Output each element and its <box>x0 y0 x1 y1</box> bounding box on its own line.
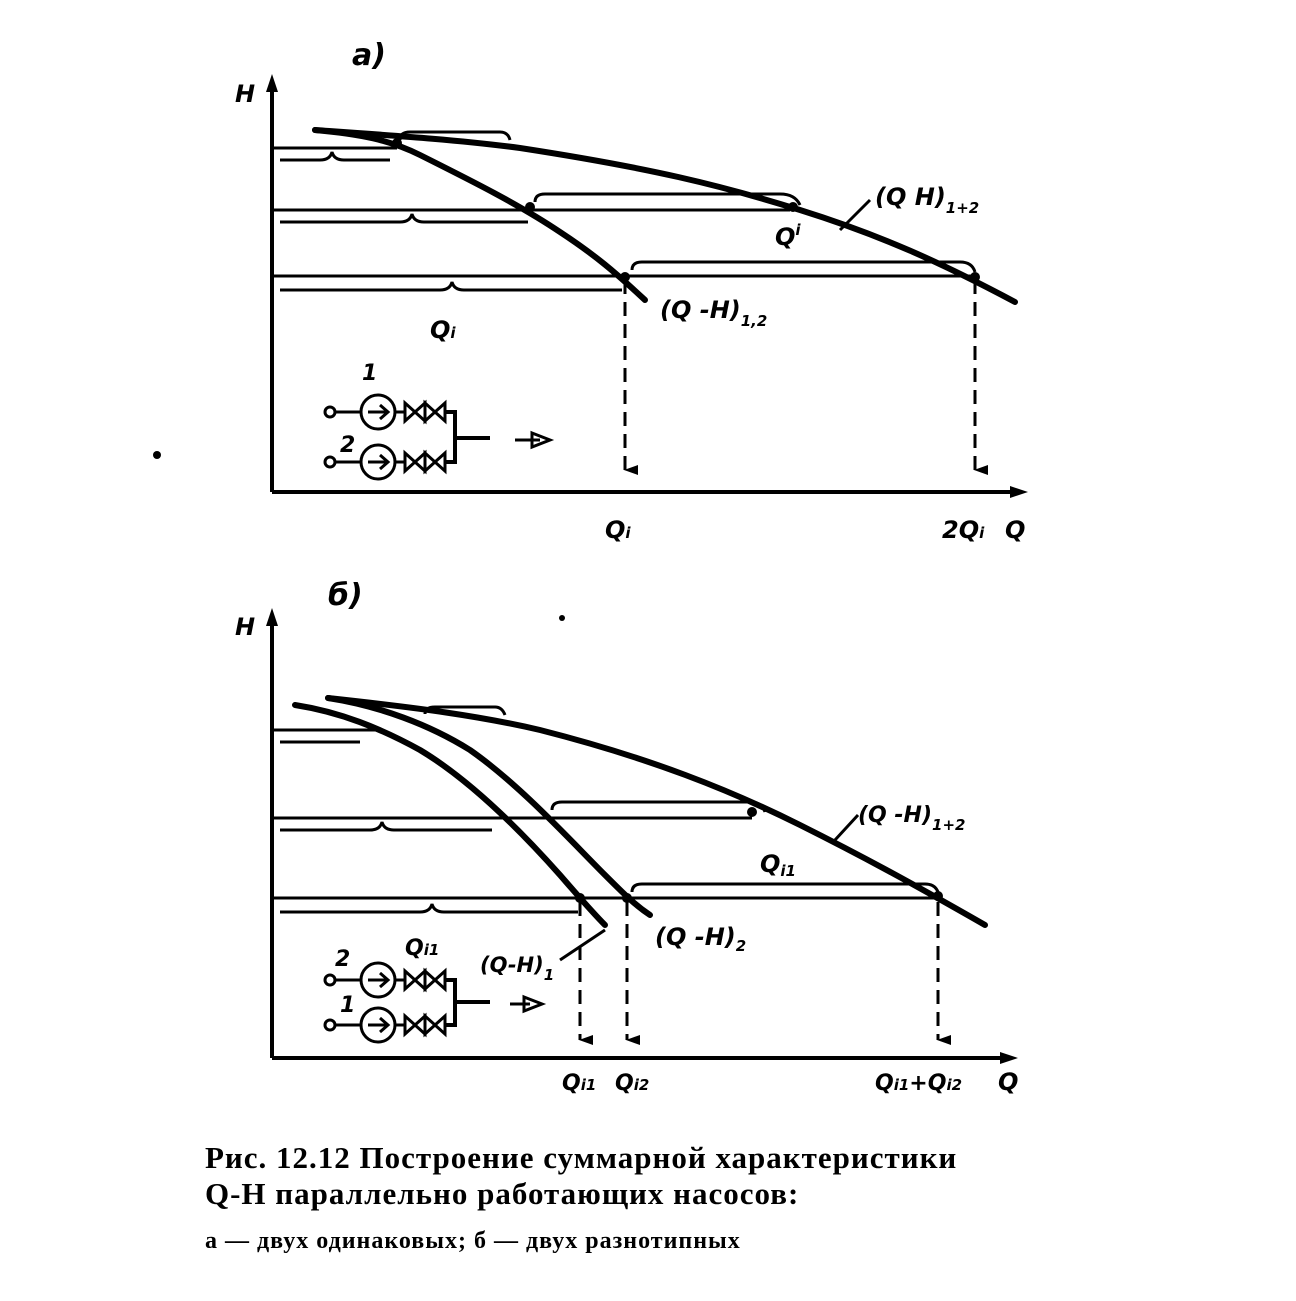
operating-point <box>525 202 535 212</box>
panel-a-tag: а) <box>352 38 386 73</box>
operating-point <box>392 138 402 148</box>
valve-icon <box>423 449 447 475</box>
panel-b: б) H (Q -H)1+2 Qi1 (Q -H)2 <box>235 578 1018 1096</box>
flow-arrow-icon <box>515 430 555 450</box>
valve-icon <box>403 449 427 475</box>
operating-point <box>788 202 798 212</box>
curve-single-pump <box>312 127 648 303</box>
scan-speck <box>153 451 161 459</box>
x-axis-label: Q <box>1005 516 1025 544</box>
pump-2-label: 2 <box>335 947 350 972</box>
pump-1-label: 1 <box>362 361 377 386</box>
flow-arrow-icon <box>510 994 547 1014</box>
caption-line-2: Q-H параллельно работающих насосов: <box>205 1176 800 1211</box>
pump-schematic: Qi1 2 1 <box>323 936 547 1044</box>
y-axis-label: H <box>235 80 255 108</box>
curve-sum-label: (Q -H)1+2 <box>858 803 965 834</box>
flow-label: Qi1 <box>405 936 439 961</box>
caption-line-1: Рис. 12.12 Построение суммарной характер… <box>205 1140 958 1175</box>
curve-1-label: (Q-H)1 <box>480 953 554 984</box>
x-axis-arrow-icon <box>1000 1052 1018 1064</box>
curve-sum-label: (Q H)1+2 <box>875 183 979 217</box>
panel-a: а) H (Q H)1+2 Qi (Q -H)1,2 <box>235 38 1028 544</box>
scan-speck <box>559 615 565 621</box>
operating-point <box>620 272 630 282</box>
operating-point <box>622 893 632 903</box>
valve-icon <box>403 967 427 993</box>
valve-icon <box>423 399 447 425</box>
tick-qi2: Qi2 <box>615 1071 649 1096</box>
curve-sum <box>325 695 988 928</box>
construction-lines <box>272 705 940 914</box>
operating-point <box>970 272 980 282</box>
x-axis-arrow-icon <box>1010 486 1028 498</box>
flow-label: Qi <box>775 221 801 251</box>
pump-schematic: 1 2 <box>323 361 555 481</box>
y-axis-arrow-icon <box>266 74 278 92</box>
construction-lines <box>272 130 977 292</box>
figure-caption: Рис. 12.12 Построение суммарной характер… <box>205 1140 1105 1255</box>
panel-b-tag: б) <box>328 578 363 613</box>
tick-qi1: Qi1 <box>562 1071 596 1096</box>
tick-2qi: 2Qi <box>942 516 985 544</box>
operating-point <box>747 807 757 817</box>
valve-icon <box>403 1012 427 1038</box>
x-axis-label: Q <box>998 1068 1018 1096</box>
valve-icon <box>423 1012 447 1038</box>
operating-point <box>933 891 943 901</box>
curve-2-label: (Q -H)2 <box>655 923 746 955</box>
flow-label: Qi <box>430 316 456 344</box>
pump-2-label: 2 <box>340 433 355 458</box>
operating-point <box>575 893 585 903</box>
pump-1-label: 1 <box>340 993 355 1018</box>
valve-icon <box>423 967 447 993</box>
curve-single-label: (Q -H)1,2 <box>660 296 767 330</box>
curve-sum <box>312 127 1018 305</box>
flow-label: Qi1 <box>760 850 796 880</box>
tick-sum: Qi1+Qi2 <box>875 1071 962 1096</box>
curve-pump-2 <box>325 695 653 918</box>
y-axis-label: H <box>235 613 255 641</box>
caption-line-3: а — двух одинаковых; б — двух разнотипны… <box>205 1228 741 1254</box>
valve-icon <box>403 399 427 425</box>
tick-qi: Qi <box>605 516 631 544</box>
y-axis-arrow-icon <box>266 608 278 626</box>
